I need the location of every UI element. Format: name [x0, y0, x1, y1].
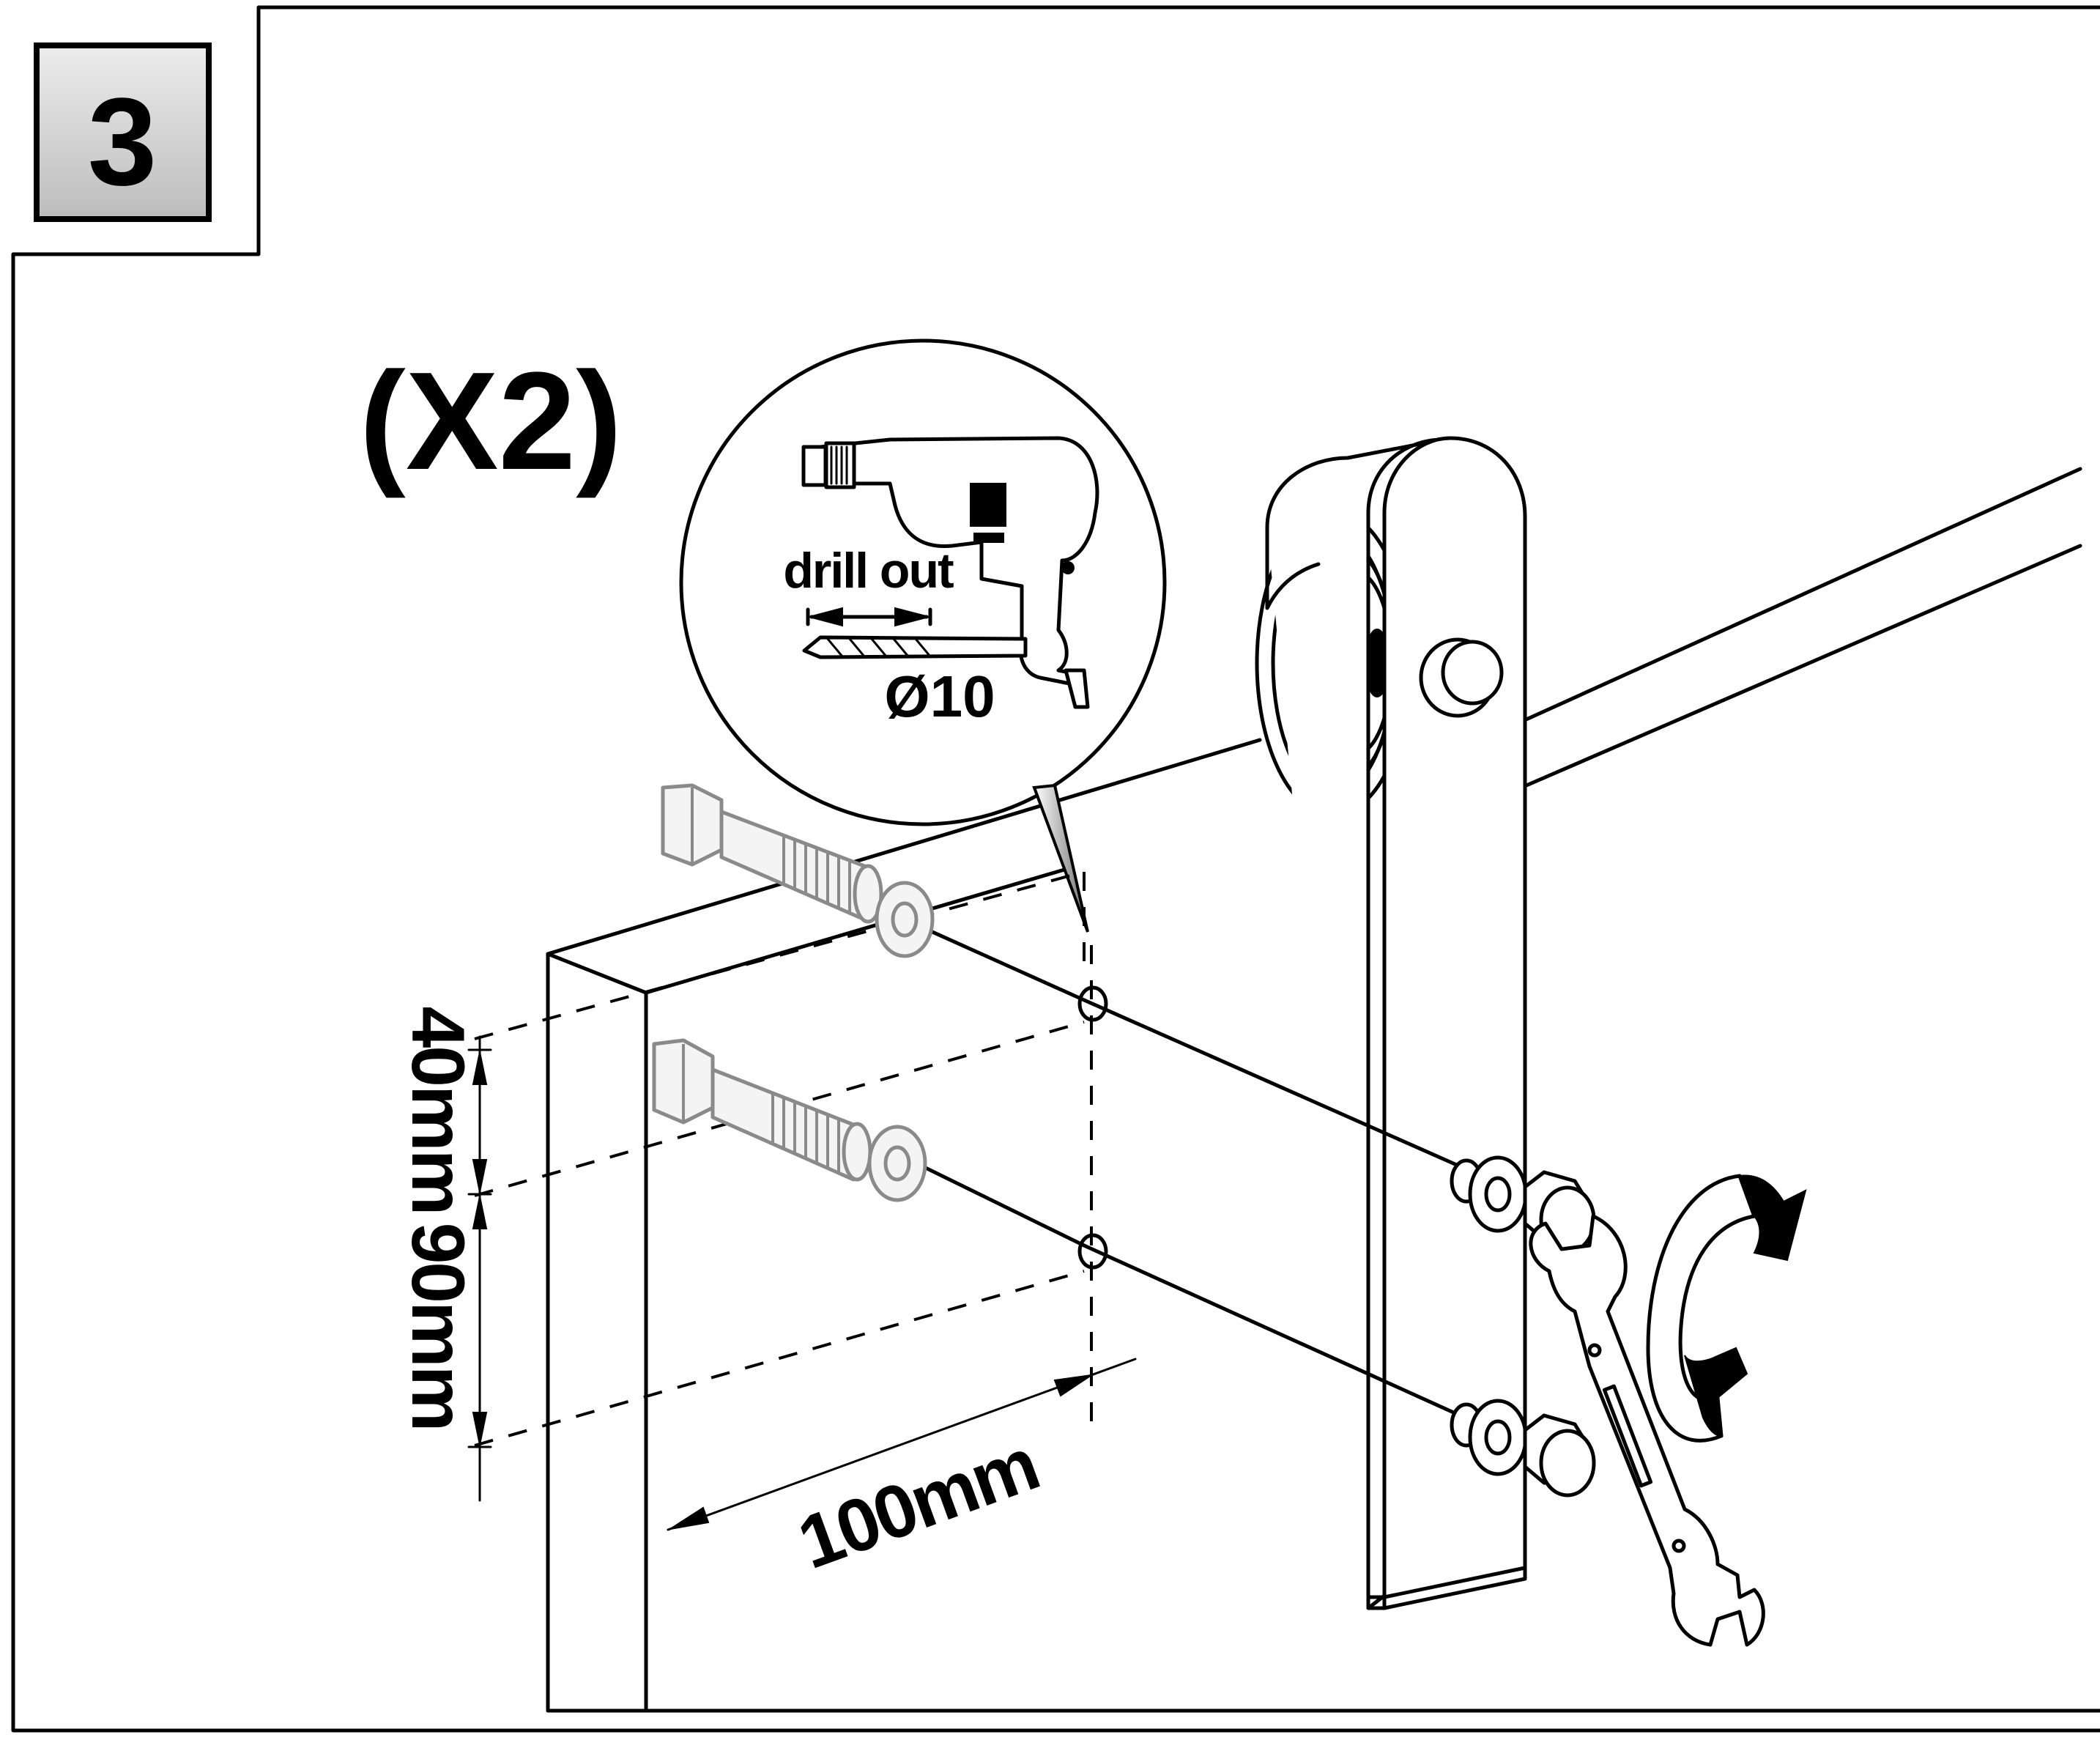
- drill-diameter-label: Ø10: [884, 664, 995, 729]
- quantity-label: (X2): [360, 344, 623, 499]
- vertical-dimension: [467, 1035, 492, 1502]
- lower-bolt-icon: [652, 1038, 872, 1182]
- upper-washer-icon: [875, 881, 935, 958]
- step-badge: 3: [34, 42, 212, 222]
- bolt-axes: [902, 917, 1467, 1420]
- rail-track: [546, 467, 2082, 956]
- lower-hole: [1077, 1233, 1108, 1270]
- dimension-label-90mm: 90mm: [396, 1223, 480, 1430]
- step-number: 3: [88, 73, 157, 212]
- hanger-strap: [1255, 436, 1527, 1610]
- page-frame: [11, 5, 2100, 1733]
- horizontal-dimension: [667, 1358, 1137, 1531]
- dimension-guides: [474, 870, 1093, 1447]
- drill-bit-icon: [802, 635, 1028, 659]
- drill-holes: [1077, 985, 1108, 1270]
- drill-icon: [801, 436, 1099, 709]
- axle-bolt-icon: [1419, 637, 1504, 718]
- dimension-label-100mm: 100mm: [787, 1422, 1047, 1585]
- wrench-icon: [1529, 1214, 1765, 1647]
- lower-nut-icon: [1450, 1399, 1596, 1497]
- drill-action-label: drill out: [783, 543, 954, 599]
- upper-bolt-icon: [661, 783, 883, 924]
- lower-washer-icon: [867, 1125, 927, 1202]
- dimension-label-40mm: 40mm: [396, 1007, 480, 1214]
- rotate-arrow-icon: [1646, 1174, 1807, 1443]
- drill-callout: drill out Ø10: [679, 338, 1167, 933]
- upper-hole: [1077, 985, 1108, 1022]
